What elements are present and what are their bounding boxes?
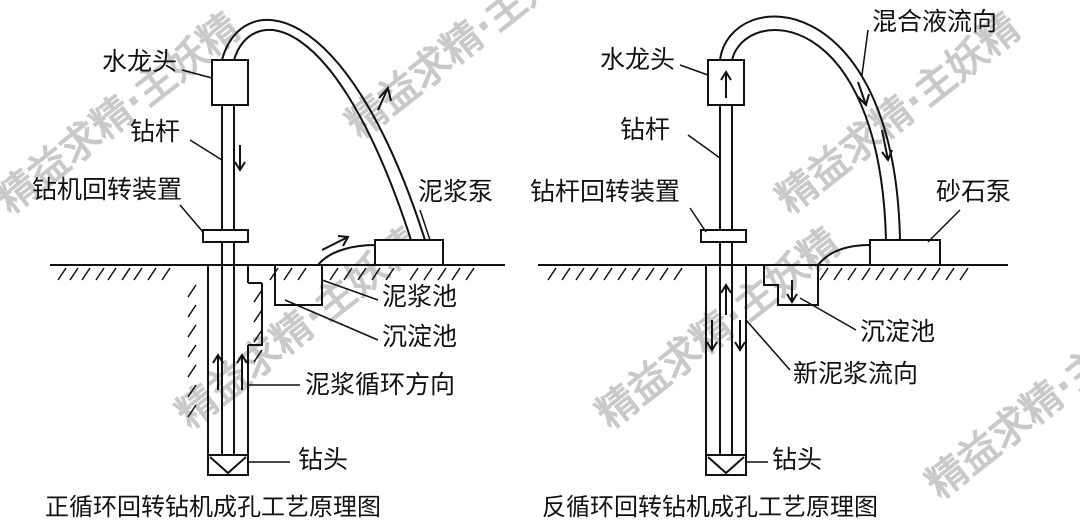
arrow-down-icon [734,320,746,352]
arrow-right-icon [321,235,350,251]
flow-arrows [706,70,893,352]
label-sand-pump: 砂石泵 [936,177,1011,206]
arrow-down-icon [706,320,718,352]
sand-pump [869,239,941,266]
label-settling-tank: 沉淀池 [860,317,935,346]
suction-line [317,244,376,266]
reverse-labels: 水龙头 钻杆 钻杆回转装置 混合液流向 砂石泵 沉淀池 新泥浆流向 钻头 反循环… [530,7,1011,521]
label-mixed-flow: 混合液流向 [872,7,997,36]
caption-forward: 正循环回转钻机成孔工艺原理图 [45,493,381,521]
label-swivel: 水龙头 [600,45,675,74]
label-mud-pump: 泥浆泵 [418,177,493,206]
label-rotary-device: 钻杆回转装置 [530,177,680,206]
drill-bit [705,454,747,476]
watermark-text: 精益求精·主妖精 [918,290,1080,508]
label-drill-bit: 钻头 [772,445,822,474]
arrow-up-icon [377,85,392,111]
label-mud-pit: 泥浆池 [382,282,457,311]
watermark-text: 精益求精·主妖精 [338,0,599,148]
swivel [211,59,249,106]
arrow-up-icon [236,353,248,390]
arrow-up-icon [720,283,732,315]
label-new-mud-flow: 新泥浆流向 [793,359,918,388]
flow-arrows [212,85,392,390]
arrow-down-icon [857,81,870,107]
arrow-down-icon [786,280,798,304]
label-drill-bit: 钻头 [298,445,348,474]
label-settling-tank: 沉淀池 [382,322,457,351]
leader-lines [679,29,961,463]
watermark-text: 精益求精·主妖精 [588,220,849,438]
rotary-device [202,229,249,243]
label-flow-direction: 泥浆循环方向 [305,370,455,399]
label-swivel: 水龙头 [102,47,177,76]
forward-circulation-diagram [50,19,505,476]
rotary-device [700,229,747,243]
caption-reverse: 反循环回转钻机成孔工艺原理图 [542,493,878,521]
arrow-down-icon [234,145,246,172]
settling-tank-wall [248,283,263,346]
mud-hose [221,19,426,241]
label-drill-rod: 钻杆 [620,115,670,144]
settling-tank [763,265,819,306]
reverse-circulation-diagram [538,15,1008,476]
forward-labels: 水龙头 钻杆 钻机回转装置 泥浆泵 泥浆池 沉淀池 泥浆循环方向 钻头 正循环回… [32,47,493,521]
mixed-hose [719,15,901,241]
ground-hatch [547,267,969,281]
arrow-up-icon [720,70,732,98]
drill-bit [207,454,249,476]
arrow-down-icon [881,129,893,163]
arrow-up-icon [212,353,224,390]
label-rotary-device: 钻机回转装置 [32,175,182,204]
label-drill-rod: 钻杆 [130,117,180,146]
ground-hatch [57,267,475,418]
leader-lines [179,69,431,463]
mud-pump [374,239,444,266]
discharge-line [817,244,871,266]
